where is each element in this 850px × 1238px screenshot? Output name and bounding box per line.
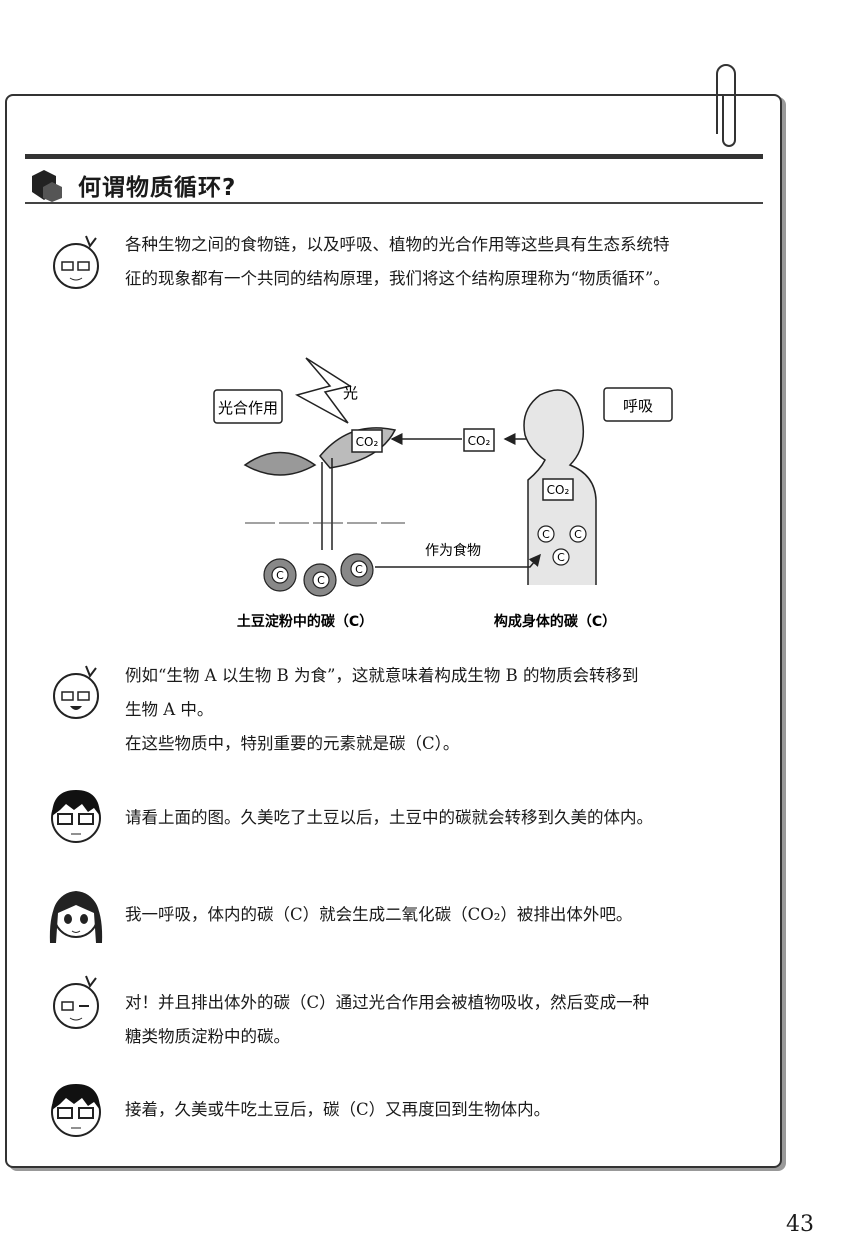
potato-caption: 土豆淀粉中的碳（C） [237, 613, 373, 630]
carbon-label: C [276, 569, 284, 582]
arrow-as-food [375, 553, 541, 568]
lightning-icon [295, 357, 352, 424]
blonde-girl-avatar [53, 235, 99, 289]
carbon-label: C [355, 563, 363, 576]
text-line: 生物 A 中。 [125, 700, 214, 719]
body-caption: 构成身体的碳（C） [494, 613, 616, 630]
co2-box-leaf [351, 429, 383, 453]
light-label: 光 [343, 384, 358, 402]
text-line: 例如“生物 A 以生物 B 为食”，这就意味着构成生物 B 的物质会转移到 [125, 666, 639, 685]
dialogue-6: 接着，久美或牛吃土豆后，碳（C）又再度回到生物体内。 [125, 1093, 745, 1127]
co2-label: CO₂ [547, 483, 570, 497]
as-food-label: 作为食物 [425, 542, 481, 559]
respiration-box [603, 387, 673, 422]
boy-glasses-avatar [51, 790, 101, 843]
dialogue-3: 请看上面的图。久美吃了土豆以后，土豆中的碳就会转移到久美的体内。 [125, 801, 745, 835]
blonde-girl-avatar [53, 665, 99, 719]
text-line: 请看上面的图。久美吃了土豆以后，土豆中的碳就会转移到久美的体内。 [125, 808, 653, 827]
text-line: 对！并且排出体外的碳（C）通过光合作用会被植物吸收，然后变成一种 [125, 993, 650, 1012]
carbon-label: C [557, 551, 565, 564]
text-line: 我一呼吸，体内的碳（C）就会生成二氧化碳（CO₂）被排出体外吧。 [125, 905, 633, 924]
dark-hair-girl-avatar [49, 891, 103, 943]
paperclip-icon [716, 64, 736, 147]
photosynthesis-box [213, 389, 283, 424]
carbon-label: C [574, 528, 582, 541]
co2-label: CO₂ [356, 435, 379, 449]
dialogue-5: 对！并且排出体外的碳（C）通过光合作用会被植物吸收，然后变成一种 糖类物质淀粉中… [125, 986, 745, 1054]
co2-box-body [542, 478, 574, 501]
text-line: 征的现象都有一个共同的结构原理，我们将这个结构原理称为“物质循环”。 [125, 269, 670, 288]
text-line: 在这些物质中，特别重要的元素就是碳（C）。 [125, 734, 460, 753]
carbon-label: C [317, 574, 325, 587]
co2-label: CO₂ [468, 434, 491, 448]
page-number: 43 [786, 1212, 814, 1237]
hexagon-bullet-icon [32, 170, 62, 202]
respiration-label: 呼吸 [623, 397, 653, 415]
co2-box-air [463, 428, 495, 452]
boy-glasses-avatar [51, 1084, 101, 1137]
section-title: 何谓物质循环? [78, 175, 237, 201]
blonde-girl-avatar [53, 975, 99, 1029]
dialogue-2: 例如“生物 A 以生物 B 为食”，这就意味着构成生物 B 的物质会转移到 生物… [125, 659, 745, 761]
carbon-label: C [542, 528, 550, 541]
carbon-cycle-diagram: 光合作用 光 CO₂ CO₂ 呼吸 CO₂ C C C C C C 作为食物 土… [213, 357, 673, 630]
text-line: 糖类物质淀粉中的碳。 [125, 1027, 290, 1046]
text-line: 各种生物之间的食物链，以及呼吸、植物的光合作用等这些具有生态系统特 [125, 235, 670, 254]
dialogue-4: 我一呼吸，体内的碳（C）就会生成二氧化碳（CO₂）被排出体外吧。 [125, 898, 745, 932]
heading-rule-top [25, 154, 763, 159]
content-card [5, 94, 782, 1168]
heading-rule-bottom [25, 202, 763, 204]
photosynthesis-label: 光合作用 [218, 399, 278, 417]
text-line: 接着，久美或牛吃土豆后，碳（C）又再度回到生物体内。 [125, 1100, 551, 1119]
leaf-left [243, 451, 317, 476]
dialogue-1: 各种生物之间的食物链，以及呼吸、植物的光合作用等这些具有生态系统特 征的现象都有… [125, 228, 745, 296]
stem [321, 458, 333, 550]
